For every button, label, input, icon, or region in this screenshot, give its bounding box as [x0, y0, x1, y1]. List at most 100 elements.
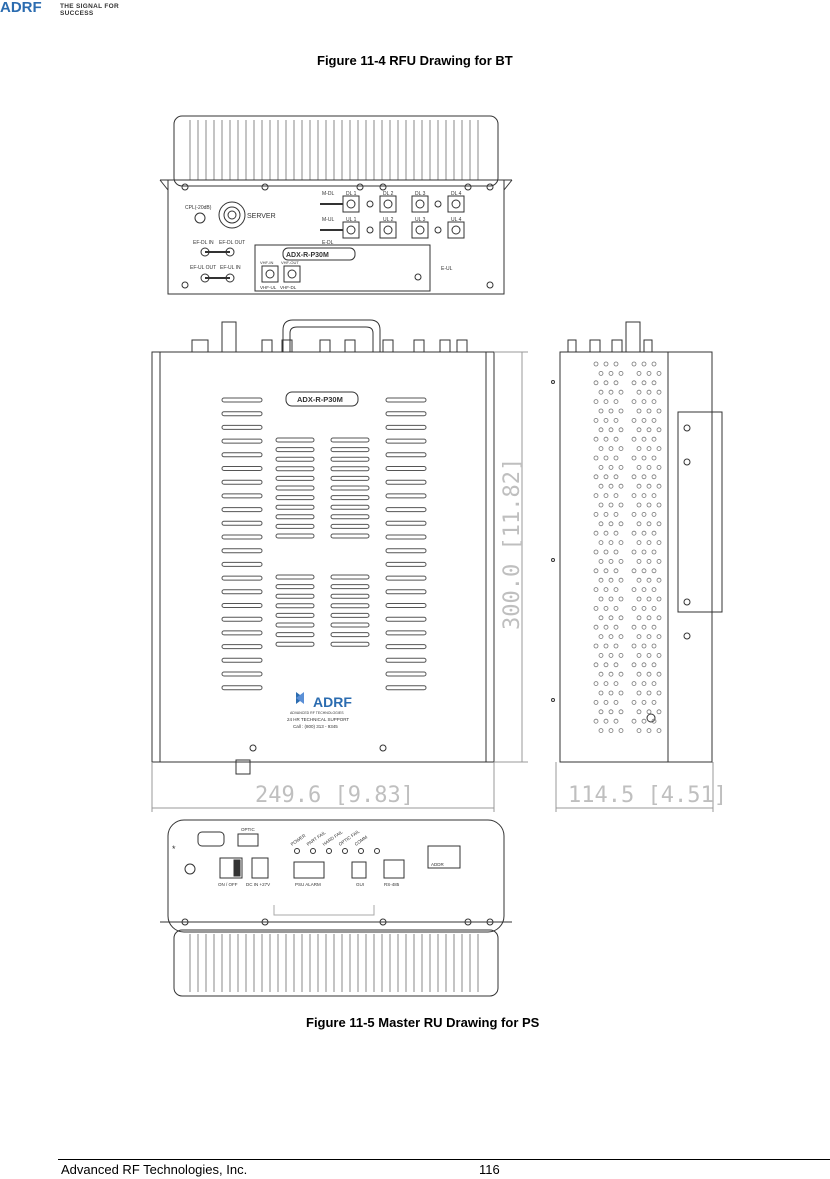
vent-hole [631, 399, 637, 405]
vent-hole [631, 512, 637, 517]
vent-hole [651, 436, 657, 442]
logo-tagline: THE SIGNAL FOR SUCCESS [60, 3, 119, 17]
vent-hole [598, 596, 604, 602]
vent-hole [656, 615, 662, 621]
vent-slot [275, 514, 315, 520]
vent-slot [221, 493, 263, 499]
vent-hole [636, 671, 642, 677]
vent-hole [641, 643, 647, 649]
vent-hole [613, 399, 619, 405]
vent-slot [385, 644, 427, 650]
vent-hole [651, 568, 657, 574]
rs485-label: RS-485 [384, 882, 400, 887]
vent-hole [631, 700, 637, 705]
vent-hole [593, 417, 599, 423]
vent-slot [385, 411, 427, 417]
vent-slot [330, 612, 370, 618]
led-power: POWER [290, 833, 307, 847]
vent-hole [641, 700, 647, 705]
vent-hole [593, 512, 599, 517]
figure-caption-bottom: Figure 11-5 Master RU Drawing for PS [306, 1015, 540, 1030]
vent-hole [608, 521, 614, 527]
vent-hole [636, 483, 642, 489]
vent-hole [641, 718, 647, 724]
vent-hole [608, 577, 614, 583]
vent-hole [598, 615, 604, 621]
vent-hole [651, 662, 657, 668]
vent-slot [221, 671, 263, 677]
vent-hole [651, 643, 657, 649]
vent-hole [593, 455, 599, 461]
vent-hole [603, 606, 609, 611]
vent-hole [636, 690, 642, 696]
vent-slot [385, 534, 427, 540]
vent-hole [618, 577, 624, 583]
vent-hole [603, 380, 609, 386]
vent-hole [641, 568, 647, 574]
vent-hole [631, 549, 637, 555]
vent-slot [221, 575, 263, 581]
e-ul-label: E-UL [441, 266, 453, 272]
vent-slot [385, 657, 427, 663]
dl-port-2: DL 2 [383, 191, 394, 197]
vent-hole [646, 559, 652, 564]
vent-hole [598, 483, 604, 489]
gui-label: GUI [356, 882, 364, 887]
vhf-dl-label: VHF-DL [280, 285, 297, 290]
vent-hole [593, 549, 599, 555]
vent-slot [330, 437, 370, 443]
vent-slot [330, 593, 370, 599]
vent-hole [631, 455, 637, 461]
vent-hole [608, 408, 614, 414]
vent-hole [651, 681, 657, 686]
server-label: SERVER [247, 213, 276, 220]
vent-hole [603, 512, 609, 517]
vent-slot [221, 561, 263, 567]
vent-hole [593, 643, 599, 649]
vent-slot [221, 466, 263, 471]
vent-hole [613, 624, 619, 630]
vent-hole [641, 512, 647, 517]
rfu-top-view [159, 115, 513, 295]
vent-hole [656, 728, 662, 733]
vent-hole [631, 587, 637, 592]
vent-hole [646, 446, 652, 452]
vent-hole [608, 634, 614, 639]
vent-hole [593, 662, 599, 668]
page-number: 116 [479, 1162, 500, 1177]
vent-hole [641, 606, 647, 611]
vent-hole [641, 455, 647, 461]
vent-hole [651, 361, 657, 367]
vent-hole [646, 671, 652, 677]
dl-port-3: DL 3 [415, 191, 426, 197]
vent-slot [330, 456, 370, 462]
vent-hole [631, 493, 637, 499]
vent-slot [275, 485, 315, 491]
vent-hole [603, 643, 609, 649]
ul-port-1: UL 1 [346, 217, 357, 223]
vent-hole [598, 634, 604, 639]
vent-hole [646, 653, 652, 658]
company-logo: ADRF THE SIGNAL FOR SUCCESS [0, 0, 150, 20]
vent-hole [618, 690, 624, 696]
vent-hole [631, 681, 637, 686]
vent-slot [385, 603, 427, 608]
vent-hole [631, 474, 637, 480]
ef-ul-in-label: EF-UL IN [220, 265, 241, 271]
vent-slot [275, 593, 315, 599]
vent-hole [641, 681, 647, 686]
vent-hole [603, 417, 609, 423]
vent-slots [221, 397, 427, 691]
vent-slot [385, 493, 427, 499]
vent-hole [656, 427, 662, 433]
vent-hole [636, 427, 642, 433]
vent-hole [608, 709, 614, 715]
vent-hole [613, 662, 619, 668]
vent-hole [631, 417, 637, 423]
vent-slot [275, 456, 315, 462]
vent-hole [593, 436, 599, 442]
front-view [151, 319, 495, 775]
vent-slot [330, 584, 370, 590]
front-brand-mark [296, 692, 304, 704]
